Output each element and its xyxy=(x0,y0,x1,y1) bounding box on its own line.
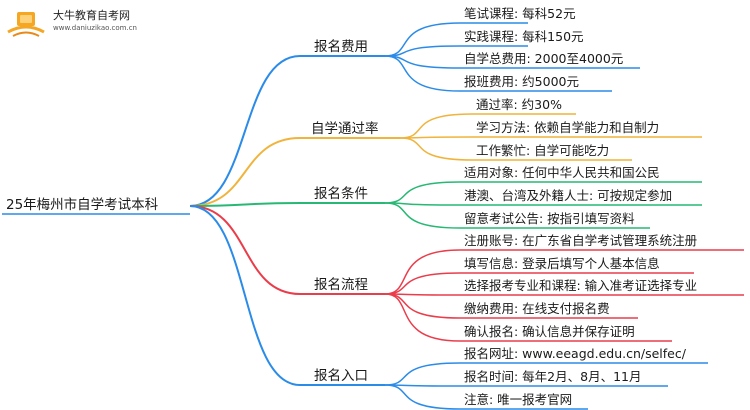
root-topic: 25年梅州市自学考试本科 xyxy=(6,197,159,213)
leaf-proc-5: 确认报名: 确认信息并保存证明 xyxy=(464,324,635,339)
leaf-fees-4: 报班费用: 约5000元 xyxy=(464,74,579,89)
leaf-connector xyxy=(384,22,461,57)
branch-pass-rate: 自学通过率 xyxy=(311,121,379,137)
leaf-fees-3: 自学总费用: 2000至4000元 xyxy=(464,51,624,66)
leaf-proc-4: 缴纳费用: 在线支付报名费 xyxy=(464,301,610,316)
leaf-cond-2: 港澳、台湾及外籍人士: 可按规定参加 xyxy=(464,188,673,203)
leaf-proc-3: 选择报考专业和课程: 输入准考证选择专业 xyxy=(464,278,698,293)
leaf-connector xyxy=(399,136,473,139)
branch-conditions: 报名条件 xyxy=(314,186,368,202)
branch-connector xyxy=(189,205,301,295)
leaf-proc-2: 填写信息: 登录后填写个人基本信息 xyxy=(464,256,660,271)
leaf-entry-1: 报名网址: www.eeagd.edu.cn/selfec/ xyxy=(464,346,686,361)
leaf-cond-3: 留意考试公告: 按指引填写资料 xyxy=(464,211,635,226)
branch-connector xyxy=(189,55,301,207)
branch-connector xyxy=(189,205,301,386)
leaf-pass-2: 学习方法: 依赖自学能力和自制力 xyxy=(476,120,660,135)
logo-url: www.daniuzikao.com.cn xyxy=(53,24,137,32)
leaf-entry-3: 注意: 唯一报考官网 xyxy=(464,392,573,407)
leaf-connector xyxy=(384,45,461,57)
branch-entry: 报名入口 xyxy=(314,368,368,384)
logo: 大牛教育自考网 www.daniuzikao.com.cn xyxy=(4,2,144,42)
branch-process: 报名流程 xyxy=(314,277,368,293)
leaf-fees-2: 实践课程: 每科150元 xyxy=(464,29,584,44)
leaf-connector xyxy=(384,293,461,296)
leaf-connector xyxy=(384,362,461,386)
leaf-connector xyxy=(384,202,461,229)
leaf-connector xyxy=(384,181,461,204)
book-logo-icon xyxy=(7,12,45,37)
leaf-entry-2: 报名时间: 每年2月、8月、11月 xyxy=(464,369,642,384)
leaf-connector xyxy=(384,293,461,342)
leaf-proc-1: 注册账号: 在广东省自学考试管理系统注册 xyxy=(464,233,698,248)
leaf-connector xyxy=(384,55,461,69)
leaf-connector xyxy=(384,384,461,410)
leaf-connector xyxy=(399,137,473,161)
leaf-cond-1: 适用对象: 任何中华人民共和国公民 xyxy=(464,165,660,180)
leaf-connector xyxy=(384,272,461,295)
leaf-connector xyxy=(399,113,473,139)
branch-connector xyxy=(189,137,301,207)
leaf-fees-1: 笔试课程: 每科52元 xyxy=(464,6,576,21)
branch-fees: 报名费用 xyxy=(314,39,368,55)
leaf-connector xyxy=(384,384,461,387)
logo-title: 大牛教育自考网 xyxy=(53,9,130,22)
leaf-pass-3: 工作繁忙: 自学可能吃力 xyxy=(476,143,610,158)
leaf-connector xyxy=(384,249,461,295)
leaf-pass-1: 通过率: 约30% xyxy=(476,97,562,112)
leaf-connector xyxy=(384,55,461,92)
branch-connector xyxy=(189,202,301,207)
